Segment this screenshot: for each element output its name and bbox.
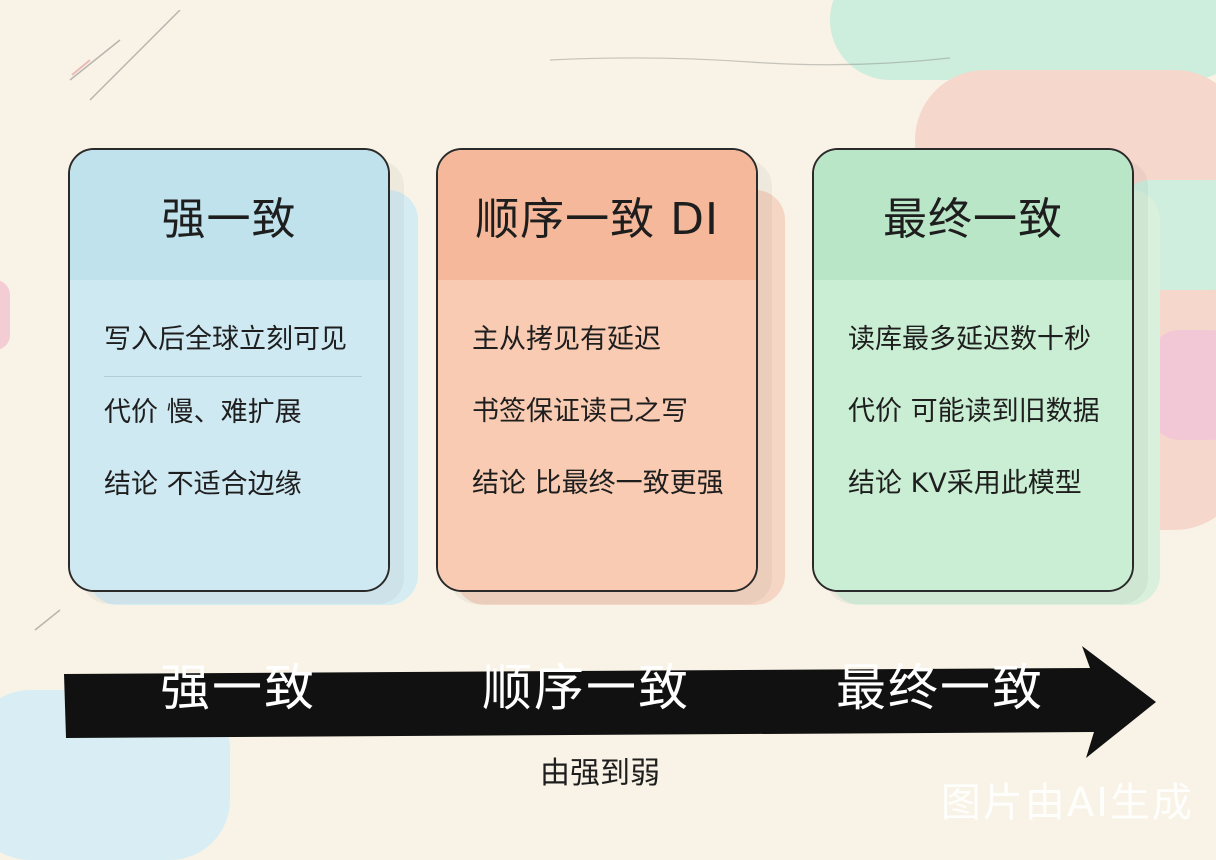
scribble-mark-left <box>34 609 61 631</box>
card-body: 写入后全球立刻可见 代价 慢、难扩展 结论 不适合边缘 <box>70 280 388 590</box>
arrow-caption: 由强到弱 <box>540 756 660 791</box>
card-line: 读库最多延迟数十秒 <box>848 324 1091 355</box>
bg-blob-green-top <box>830 0 1216 80</box>
card-body: 读库最多延迟数十秒 代价 可能读到旧数据 结论 KV采用此模型 <box>814 280 1132 590</box>
card-title: 最终一致 <box>883 194 1063 245</box>
card-title: 顺序一致 DI <box>475 194 719 245</box>
card-line: 代价 慢、难扩展 <box>104 397 302 428</box>
card-line: 结论 KV采用此模型 <box>848 468 1082 499</box>
card-line: 书签保证读己之写 <box>472 396 688 427</box>
card-eventual-consistency: 最终一致 读库最多延迟数十秒 代价 可能读到旧数据 结论 KV采用此模型 <box>812 148 1134 592</box>
card-line: 结论 比最终一致更强 <box>472 468 724 499</box>
card-sequential-consistency: 顺序一致 DI 主从拷见有延迟 书签保证读己之写 结论 比最终一致更强 <box>436 148 758 592</box>
card-body: 主从拷见有延迟 书签保证读己之写 结论 比最终一致更强 <box>438 280 756 590</box>
card-header: 强一致 <box>70 150 388 280</box>
bg-blob-pink-left-edge <box>0 280 10 350</box>
ai-generated-watermark: 图片由AI生成 <box>940 780 1194 826</box>
card-header: 最终一致 <box>814 150 1132 280</box>
arrow-shape <box>64 646 1156 758</box>
strength-arrow <box>64 646 1156 758</box>
card-line: 代价 可能读到旧数据 <box>848 396 1100 427</box>
arrow-label-eventual: 最终一致 <box>836 659 1044 717</box>
card-title: 强一致 <box>161 194 297 245</box>
card-line: 写入后全球立刻可见 <box>104 304 362 377</box>
scribble-line-top <box>550 57 950 66</box>
arrow-label-strong: 强一致 <box>160 659 316 717</box>
card-header: 顺序一致 DI <box>438 150 756 280</box>
bg-blob-pink-right-low <box>1150 330 1216 440</box>
scribble-mark-top-left <box>69 10 181 101</box>
card-line: 结论 不适合边缘 <box>104 469 302 500</box>
arrow-label-sequential: 顺序一致 <box>482 659 690 717</box>
card-line: 主从拷见有延迟 <box>472 324 661 355</box>
card-strong-consistency: 强一致 写入后全球立刻可见 代价 慢、难扩展 结论 不适合边缘 <box>68 148 390 592</box>
